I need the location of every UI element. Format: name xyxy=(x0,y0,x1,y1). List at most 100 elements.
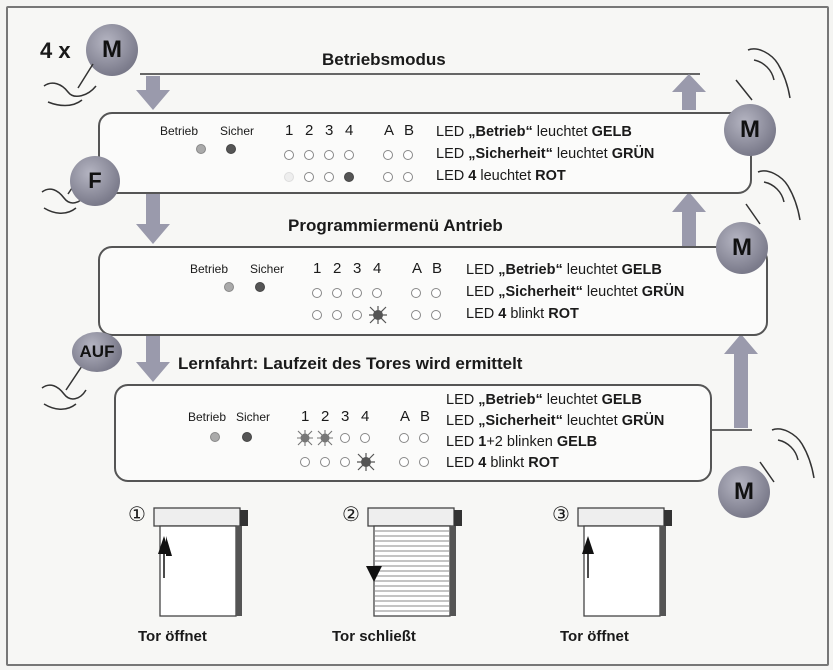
led-a xyxy=(383,150,393,160)
led-num-b: B xyxy=(420,408,431,425)
led-num-4: 4 xyxy=(373,260,382,277)
led-a xyxy=(399,457,409,467)
led-sicher xyxy=(255,282,265,292)
led-3 xyxy=(352,288,362,298)
led-3 xyxy=(324,150,334,160)
led-num-2: 2 xyxy=(333,260,342,277)
m-button-box2[interactable]: M xyxy=(716,222,768,274)
m-button-top[interactable]: M xyxy=(86,24,138,76)
led-label-betrieb: Betrieb xyxy=(188,410,227,424)
led-num-1: 1 xyxy=(301,408,310,425)
desc-line: LED „Betrieb“ leuchtet GELB xyxy=(446,392,642,408)
led-3 xyxy=(340,457,350,467)
hand-pointing-icon xyxy=(735,48,791,101)
desc-line: LED 4 leuchtet ROT xyxy=(436,168,566,184)
led-1 xyxy=(312,310,322,320)
led-label-sicher: Sicher xyxy=(220,124,255,138)
desc-line: LED „Sicherheit“ leuchtet GRÜN xyxy=(466,284,685,300)
led-3 xyxy=(324,172,334,182)
led-1-blinking-icon xyxy=(297,430,313,446)
led-label-betrieb: Betrieb xyxy=(190,262,229,276)
led-betrieb xyxy=(196,144,206,154)
led-num-1: 1 xyxy=(285,122,294,139)
led-b xyxy=(431,288,441,298)
led-3 xyxy=(352,310,362,320)
desc-line: LED 4 blinkt ROT xyxy=(446,455,559,471)
led-sicher xyxy=(242,432,252,442)
led-num-3: 3 xyxy=(353,260,362,277)
m-button-box3[interactable]: M xyxy=(718,466,770,518)
hand-pointing-icon xyxy=(759,428,815,483)
led-4 xyxy=(344,150,354,160)
led-num-a: A xyxy=(384,122,395,139)
led-1 xyxy=(300,457,310,467)
led-4-blinking-icon xyxy=(357,453,375,471)
led-a xyxy=(411,310,421,320)
led-a xyxy=(383,172,393,182)
led-num-3: 3 xyxy=(325,122,334,139)
desc-line: LED 1+2 blinken GELB xyxy=(446,434,598,450)
led-2 xyxy=(320,457,330,467)
led-num-3: 3 xyxy=(341,408,350,425)
led-a xyxy=(399,433,409,443)
led-num-2: 2 xyxy=(305,122,314,139)
caption-tor-oeffnet: Tor öffnet xyxy=(560,628,629,645)
box-betriebsmodus xyxy=(98,112,752,194)
led-2 xyxy=(332,310,342,320)
led-b xyxy=(403,172,413,182)
door-opening-icon xyxy=(153,507,248,617)
led-num-2: 2 xyxy=(321,408,330,425)
led-2 xyxy=(304,172,314,182)
caption-tor-schliesst: Tor schließt xyxy=(332,628,416,645)
led-label-sicher: Sicher xyxy=(250,262,285,276)
led-num-4: 4 xyxy=(345,122,354,139)
title-programmiermenue: Programmiermenü Antrieb xyxy=(288,216,503,235)
led-4-red xyxy=(344,172,354,182)
desc-line: LED „Betrieb“ leuchtet GELB xyxy=(436,124,632,140)
led-b xyxy=(419,433,429,443)
led-a xyxy=(411,288,421,298)
led-label-sicher: Sicher xyxy=(236,410,271,424)
led-4-blinking-icon xyxy=(369,306,387,324)
led-1 xyxy=(284,172,294,182)
led-num-b: B xyxy=(432,260,443,277)
led-1 xyxy=(312,288,322,298)
led-num-1: 1 xyxy=(313,260,322,277)
step-number: ① xyxy=(128,504,146,526)
step-number: ② xyxy=(342,504,360,526)
led-betrieb xyxy=(210,432,220,442)
title-betriebsmodus: Betriebsmodus xyxy=(322,50,446,69)
led-2-blinking-icon xyxy=(317,430,333,446)
m-button-box1[interactable]: M xyxy=(724,104,776,156)
hand-pointing-icon xyxy=(43,63,97,107)
f-button[interactable]: F xyxy=(70,156,120,206)
multiplier-label: 4 x xyxy=(40,38,71,63)
led-2 xyxy=(304,150,314,160)
led-num-a: A xyxy=(400,408,411,425)
desc-line: LED 4 blinkt ROT xyxy=(466,306,579,322)
desc-line: LED „Sicherheit“ leuchtet GRÜN xyxy=(446,413,665,429)
step-number: ③ xyxy=(552,504,570,526)
led-label-betrieb: Betrieb xyxy=(160,124,199,138)
led-b xyxy=(419,457,429,467)
led-num-b: B xyxy=(404,122,415,139)
led-sicher xyxy=(226,144,236,154)
desc-line: LED „Betrieb“ leuchtet GELB xyxy=(466,262,662,278)
led-2 xyxy=(332,288,342,298)
led-3 xyxy=(340,433,350,443)
door-opening-icon xyxy=(577,507,672,617)
led-num-4: 4 xyxy=(361,408,370,425)
hand-pointing-icon xyxy=(41,365,87,410)
caption-tor-oeffnet: Tor öffnet xyxy=(138,628,207,645)
auf-button[interactable]: AUF xyxy=(72,332,122,372)
hand-pointing-icon xyxy=(745,170,801,225)
door-closing-icon xyxy=(366,507,462,617)
led-4 xyxy=(360,433,370,443)
led-num-a: A xyxy=(412,260,423,277)
led-betrieb xyxy=(224,282,234,292)
led-4 xyxy=(372,288,382,298)
led-b xyxy=(431,310,441,320)
led-1 xyxy=(284,150,294,160)
title-lernfahrt: Lernfahrt: Laufzeit des Tores wird ermit… xyxy=(178,354,523,373)
